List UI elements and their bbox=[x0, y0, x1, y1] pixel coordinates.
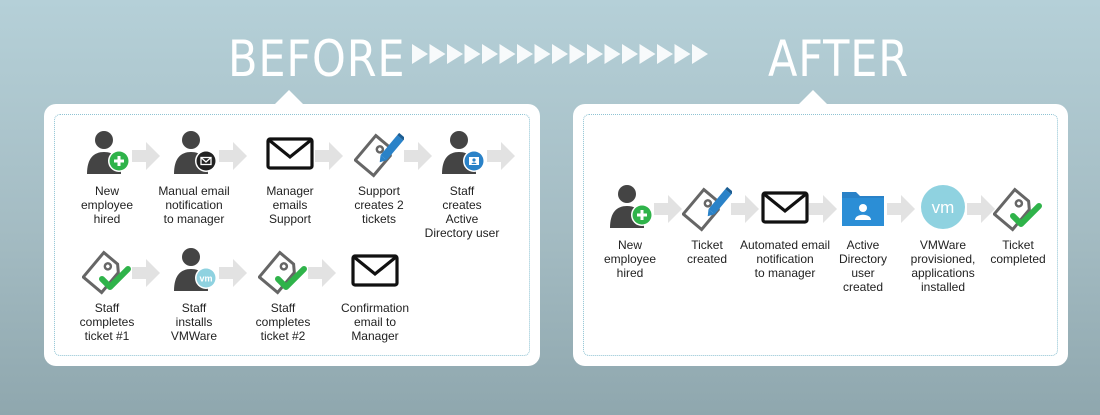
person-directory-icon bbox=[437, 128, 487, 178]
svg-text:vm: vm bbox=[199, 274, 212, 284]
after-step: New employee hired bbox=[575, 182, 685, 280]
chevron-arrow-icon bbox=[552, 44, 568, 64]
chevron-arrow-icon bbox=[622, 44, 638, 64]
before-step: Staff completes ticket #1 bbox=[52, 245, 162, 343]
person-vm-icon: vm bbox=[169, 245, 219, 295]
chevron-arrow-icon bbox=[674, 44, 691, 64]
step-label: Staff creates Active Directory user bbox=[424, 184, 500, 240]
progress-arrows bbox=[412, 44, 708, 64]
after-step: Active Directory user created bbox=[808, 182, 918, 294]
step-arrow-icon bbox=[308, 258, 336, 288]
step-label: Ticket completed bbox=[990, 238, 1046, 266]
after-panel-border bbox=[583, 114, 1058, 356]
ticket-check-icon bbox=[993, 182, 1043, 232]
vm-circle-icon: vm bbox=[918, 182, 968, 232]
step-arrow-icon bbox=[132, 258, 160, 288]
chevron-arrow-icon bbox=[412, 44, 428, 64]
person-email-icon bbox=[169, 128, 219, 178]
step-arrow-icon bbox=[967, 194, 995, 224]
step-label: VMWare provisioned, applications install… bbox=[910, 238, 976, 294]
step-arrow-icon bbox=[731, 194, 759, 224]
chevron-arrow-icon bbox=[464, 44, 481, 64]
before-heading: BEFORE bbox=[228, 30, 406, 88]
before-step: Support creates 2 tickets bbox=[324, 128, 434, 226]
ticket-check-icon bbox=[82, 245, 132, 295]
person-add-icon bbox=[82, 128, 132, 178]
before-panel-pointer bbox=[274, 90, 304, 105]
chevron-arrow-icon bbox=[604, 44, 621, 64]
step-label: Manager emails Support bbox=[266, 184, 314, 226]
after-step: Ticket completed bbox=[963, 182, 1073, 266]
step-arrow-icon bbox=[887, 194, 915, 224]
before-step: Confirmation email to Manager bbox=[320, 245, 430, 343]
step-label: New employee hired bbox=[603, 238, 657, 280]
before-step: Manager emails Support bbox=[235, 128, 345, 226]
chevron-arrow-icon bbox=[657, 44, 673, 64]
before-step: New employee hired bbox=[52, 128, 162, 226]
step-label: Staff installs VMWare bbox=[170, 301, 218, 343]
step-label: Automated email notification to manager bbox=[739, 238, 831, 280]
step-arrow-icon bbox=[809, 194, 837, 224]
chevron-arrow-icon bbox=[482, 44, 498, 64]
before-step: Manual email notification to manager bbox=[139, 128, 249, 226]
after-panel bbox=[573, 90, 1068, 366]
chevron-arrow-icon bbox=[517, 44, 533, 64]
ticket-edit-icon bbox=[682, 182, 732, 232]
step-label: Manual email notification to manager bbox=[158, 184, 230, 226]
envelope-icon bbox=[350, 245, 400, 295]
chevron-arrow-icon bbox=[534, 44, 551, 64]
before-panel-border bbox=[54, 114, 530, 356]
person-add-icon bbox=[605, 182, 655, 232]
step-label: Staff completes ticket #1 bbox=[79, 301, 135, 343]
after-step: Ticket created bbox=[652, 182, 762, 266]
envelope-icon bbox=[265, 128, 315, 178]
chevron-arrow-icon bbox=[499, 44, 516, 64]
step-arrow-icon bbox=[219, 258, 247, 288]
after-heading: AFTER bbox=[768, 30, 910, 88]
chevron-arrow-icon bbox=[569, 44, 586, 64]
chevron-arrow-icon bbox=[429, 44, 446, 64]
chevron-arrow-icon bbox=[639, 44, 656, 64]
chevron-arrow-icon bbox=[692, 44, 708, 64]
before-step: Staff creates Active Directory user bbox=[407, 128, 517, 240]
envelope-icon bbox=[760, 182, 810, 232]
step-arrow-icon bbox=[487, 141, 515, 171]
step-arrow-icon bbox=[132, 141, 160, 171]
after-step: Automated email notification to manager bbox=[730, 182, 840, 280]
ticket-check-icon bbox=[258, 245, 308, 295]
step-label: Support creates 2 tickets bbox=[354, 184, 404, 226]
step-arrow-icon bbox=[654, 194, 682, 224]
svg-text:vm: vm bbox=[932, 198, 955, 217]
chevron-arrow-icon bbox=[447, 44, 463, 64]
step-label: New employee hired bbox=[80, 184, 134, 226]
step-label: Confirmation email to Manager bbox=[340, 301, 410, 343]
step-arrow-icon bbox=[219, 141, 247, 171]
chevron-arrow-icon bbox=[587, 44, 603, 64]
ticket-edit-icon bbox=[354, 128, 404, 178]
step-arrow-icon bbox=[404, 141, 432, 171]
folder-user-icon bbox=[838, 182, 888, 232]
step-label: Staff completes ticket #2 bbox=[255, 301, 311, 343]
before-step: Staff completes ticket #2 bbox=[228, 245, 338, 343]
step-arrow-icon bbox=[315, 141, 343, 171]
step-label: Ticket created bbox=[686, 238, 728, 266]
step-label: Active Directory user created bbox=[838, 238, 887, 294]
after-panel-pointer bbox=[798, 90, 828, 105]
